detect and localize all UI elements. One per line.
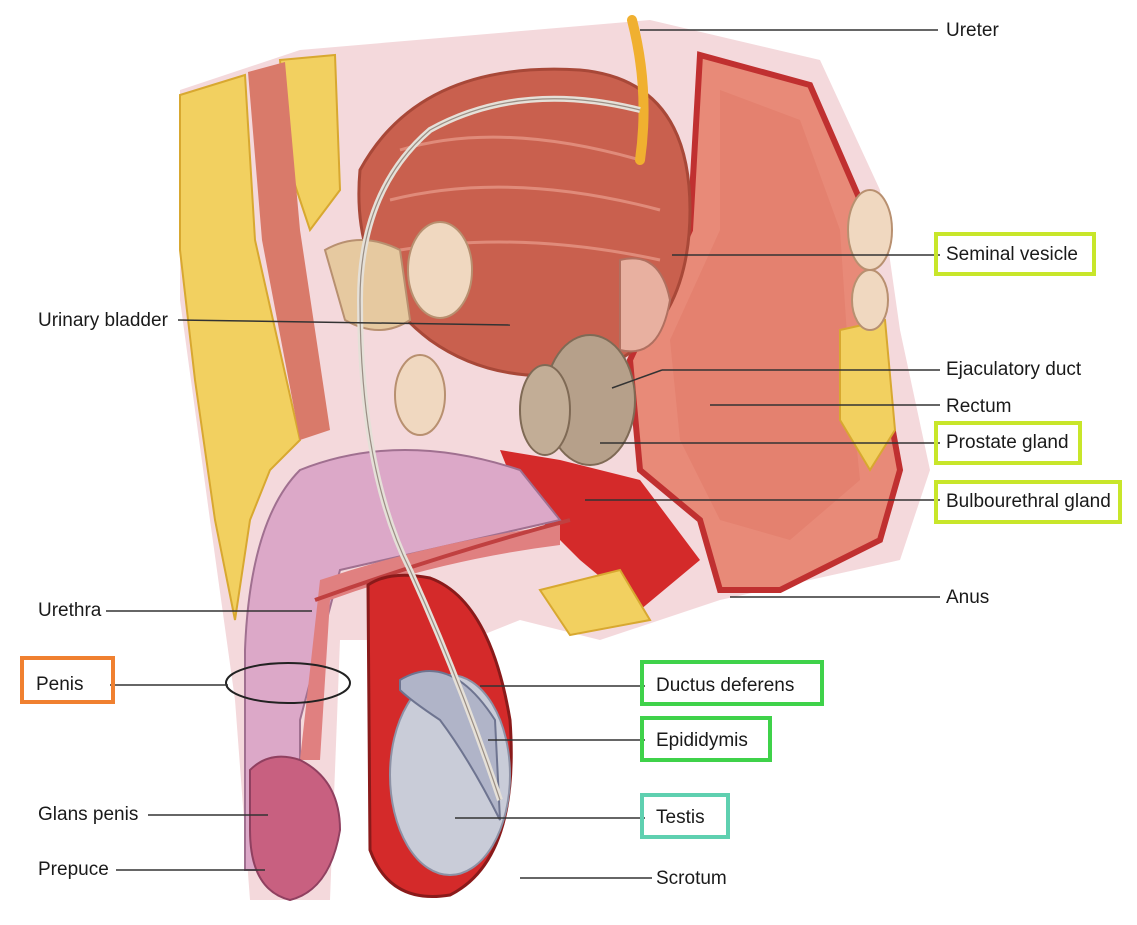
label-prepuce: Prepuce <box>38 859 109 881</box>
label-prostate-gland: Prostate gland <box>946 432 1069 454</box>
label-rectum: Rectum <box>946 396 1011 418</box>
label-urinary-bladder: Urinary bladder <box>38 310 168 332</box>
pubic-symphysis-upper <box>408 222 472 318</box>
label-anus: Anus <box>946 587 989 609</box>
label-seminal-vesicle: Seminal vesicle <box>946 244 1078 266</box>
label-scrotum: Scrotum <box>656 868 727 890</box>
label-bulbourethral-gland: Bulbourethral gland <box>946 491 1111 513</box>
label-ureter: Ureter <box>946 20 999 42</box>
prostate-lobe <box>520 365 570 455</box>
label-penis: Penis <box>36 674 84 696</box>
sacrum-bone-upper <box>848 190 892 270</box>
label-ejaculatory-duct: Ejaculatory duct <box>946 359 1081 381</box>
sacrum-bone-lower <box>852 270 888 330</box>
label-glans-penis: Glans penis <box>38 804 138 826</box>
pubic-symphysis-lower <box>395 355 445 435</box>
label-urethra: Urethra <box>38 600 101 622</box>
label-testis: Testis <box>656 807 705 829</box>
label-ductus-deferens: Ductus deferens <box>656 675 794 697</box>
label-epididymis: Epididymis <box>656 730 748 752</box>
